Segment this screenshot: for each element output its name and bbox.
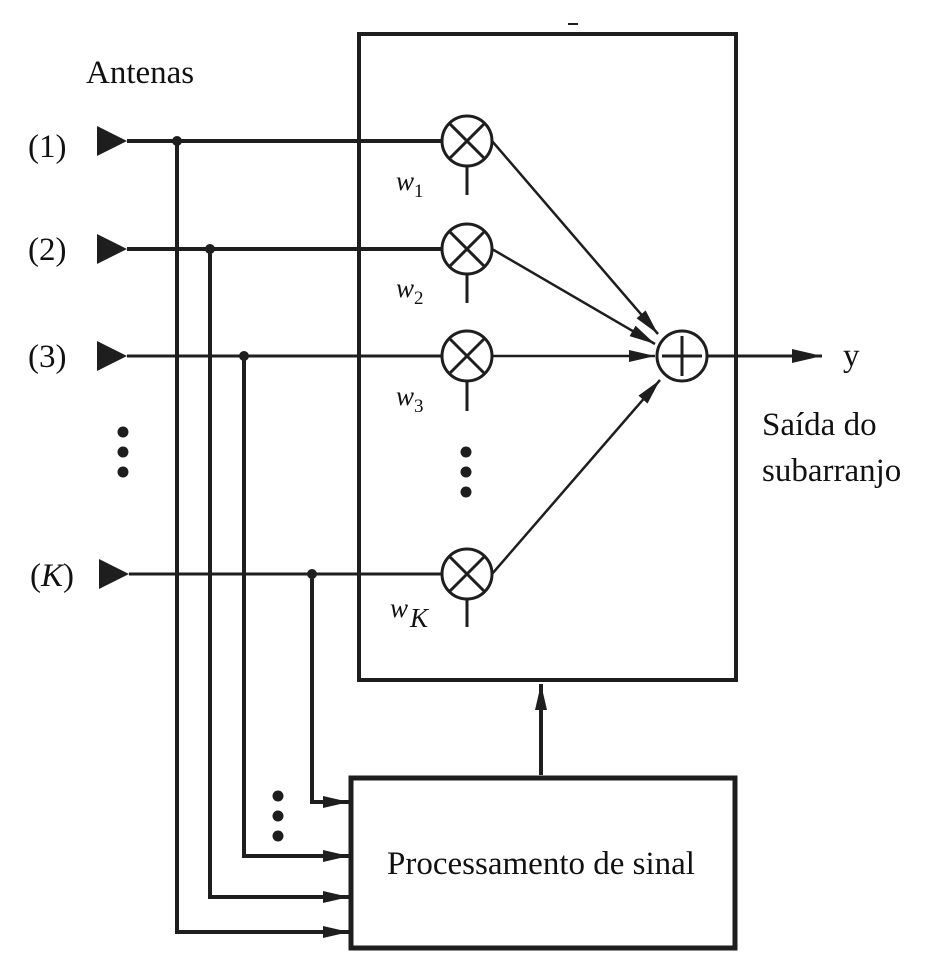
tap-line-k: [310, 574, 349, 808]
antenna-1-label: (1): [28, 129, 66, 165]
weight-k-label: wK: [390, 593, 430, 633]
signal-processing-label: Processamento de sinal: [387, 846, 695, 882]
antenna-3-label: (3): [28, 339, 66, 375]
antenna-ellipsis-icon: [117, 426, 129, 478]
tap-ellipsis-icon: [272, 790, 284, 842]
antenna-3-icon: [97, 341, 127, 371]
antenna-k-letter: K: [40, 558, 65, 594]
multiplier-1-icon: [440, 114, 494, 195]
multiplier-3-icon: [440, 329, 494, 411]
output-symbol: y: [843, 338, 860, 374]
antenna-2-label: (2): [28, 232, 66, 268]
summer-icon: [655, 329, 709, 383]
antenna-k-label: (K): [30, 558, 74, 594]
branch-line-2: [491, 247, 656, 346]
branch-line-k: [491, 379, 661, 575]
output-label-line1: Saída do: [762, 407, 877, 443]
multiplier-ellipsis-icon: [460, 446, 472, 498]
tap-line-3: [242, 356, 349, 862]
signal-processing-block[interactable]: [348, 775, 738, 951]
multiplier-k-icon: [440, 547, 494, 627]
weight-3-label: w3: [396, 381, 424, 417]
tap-line-1: [175, 141, 349, 938]
branch-line-1: [491, 140, 659, 335]
antennas-title: Antenas: [86, 55, 194, 91]
tap-line-2: [208, 249, 349, 903]
multiplier-2-icon: [440, 222, 494, 303]
antenna-k-icon: [99, 559, 129, 589]
weight-2-label: w2: [396, 273, 424, 309]
antenna-1-icon: [97, 126, 127, 156]
weight-1-label: w1: [396, 166, 424, 202]
antenna-2-icon: [97, 234, 127, 264]
output-label-line2: subarranjo: [762, 453, 901, 489]
